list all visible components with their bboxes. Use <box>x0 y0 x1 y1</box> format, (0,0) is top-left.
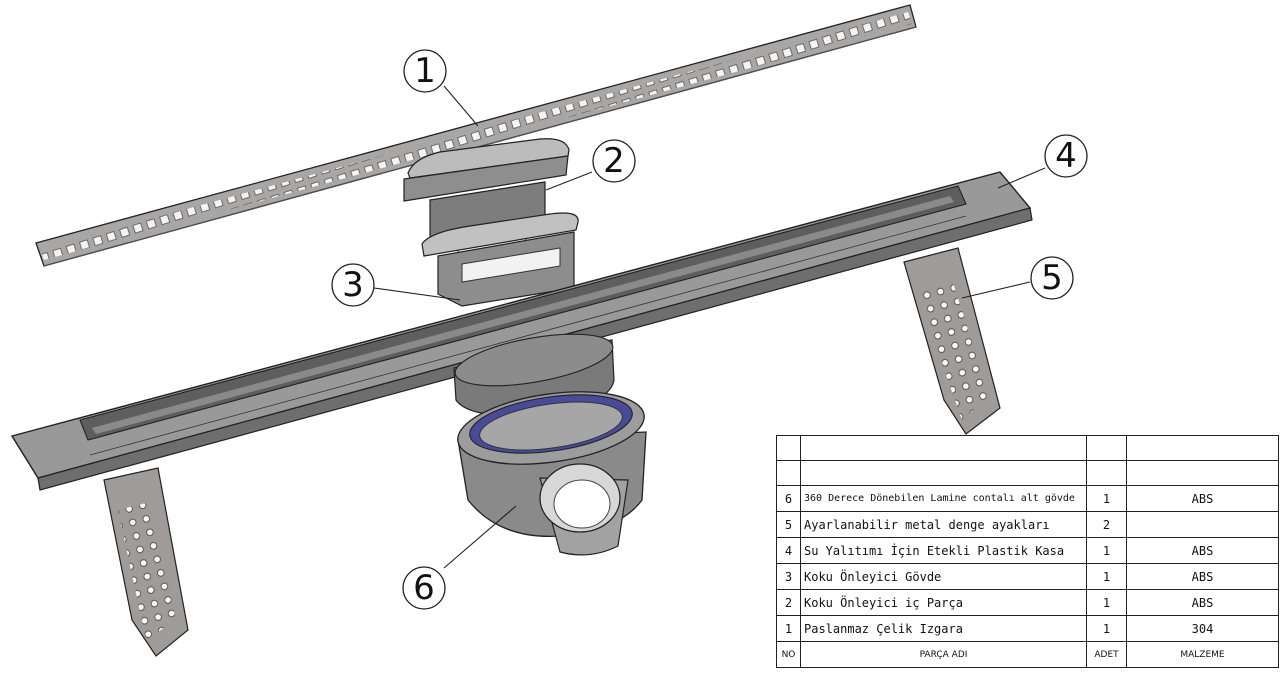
part-no: 6 <box>776 485 801 512</box>
stainless-grate <box>35 4 917 267</box>
lower-body <box>457 391 647 556</box>
table-row: 5 Ayarlanabilir metal denge ayakları 2 <box>776 511 1279 538</box>
part-no: 5 <box>776 511 801 538</box>
leader-lines <box>373 85 1046 569</box>
part-no: 2 <box>776 589 801 616</box>
table-cell <box>1126 435 1279 461</box>
table-row: 4 Su Yalıtımı İçin Etekli Plastik Kasa 1… <box>776 537 1279 564</box>
table-cell <box>776 460 801 486</box>
callout-3-label: 3 <box>342 265 364 305</box>
metal-leg-left <box>103 467 189 657</box>
table-row-empty <box>776 435 1279 461</box>
callout-1: 1 <box>403 49 447 93</box>
table-row: 3 Koku Önleyici Gövde 1 ABS <box>776 563 1279 590</box>
table-cell <box>1126 460 1279 486</box>
table-row: 1 Paslanmaz Çelik Izgara 1 304 <box>776 615 1279 642</box>
callout-6-label: 6 <box>413 568 435 608</box>
part-material <box>1126 511 1279 538</box>
part-name: 360 Derece Dönebilen Lamine contalı alt … <box>800 485 1087 512</box>
header-part-name: PARÇA ADI <box>800 641 1087 668</box>
part-no: 4 <box>776 537 801 564</box>
part-material: ABS <box>1126 589 1279 616</box>
header-qty: ADET <box>1086 641 1127 668</box>
table-cell <box>800 435 1087 461</box>
header-no: NO <box>776 641 801 668</box>
part-qty: 1 <box>1086 563 1127 590</box>
table-cell <box>800 460 1087 486</box>
part-qty: 1 <box>1086 485 1127 512</box>
callout-1-label: 1 <box>414 51 436 91</box>
callout-2-label: 2 <box>603 141 625 181</box>
table-cell <box>1086 435 1127 461</box>
header-material: MALZEME <box>1126 641 1279 668</box>
part-material: ABS <box>1126 485 1279 512</box>
part-no: 1 <box>776 615 801 642</box>
part-material: ABS <box>1126 563 1279 590</box>
part-material: ABS <box>1126 537 1279 564</box>
part-name: Su Yalıtımı İçin Etekli Plastik Kasa <box>800 537 1087 564</box>
table-row: 2 Koku Önleyici iç Parça 1 ABS <box>776 589 1279 616</box>
part-material: 304 <box>1126 615 1279 642</box>
part-name: Koku Önleyici Gövde <box>800 563 1087 590</box>
part-qty: 2 <box>1086 511 1127 538</box>
part-name: Ayarlanabilir metal denge ayakları <box>800 511 1087 538</box>
table-cell <box>776 435 801 461</box>
part-name: Paslanmaz Çelik Izgara <box>800 615 1087 642</box>
callout-5: 5 <box>1030 256 1074 300</box>
callout-4-label: 4 <box>1055 136 1077 176</box>
table-row: 6 360 Derece Dönebilen Lamine contalı al… <box>776 485 1279 512</box>
part-no: 3 <box>776 563 801 590</box>
parts-list-table: 6 360 Derece Dönebilen Lamine contalı al… <box>776 435 1279 668</box>
table-cell <box>1086 460 1127 486</box>
odour-trap-body <box>421 212 579 307</box>
callout-6: 6 <box>402 566 446 610</box>
metal-leg-right <box>903 247 1001 435</box>
callout-3: 3 <box>331 263 375 307</box>
part-qty: 1 <box>1086 537 1127 564</box>
part-name: Koku Önleyici iç Parça <box>800 589 1087 616</box>
part-qty: 1 <box>1086 589 1127 616</box>
callout-2: 2 <box>592 139 636 183</box>
callout-4: 4 <box>1044 134 1088 178</box>
callout-5-label: 5 <box>1041 258 1063 298</box>
table-header-row: NO PARÇA ADI ADET MALZEME <box>776 641 1279 668</box>
table-row-empty <box>776 460 1279 486</box>
part-qty: 1 <box>1086 615 1127 642</box>
